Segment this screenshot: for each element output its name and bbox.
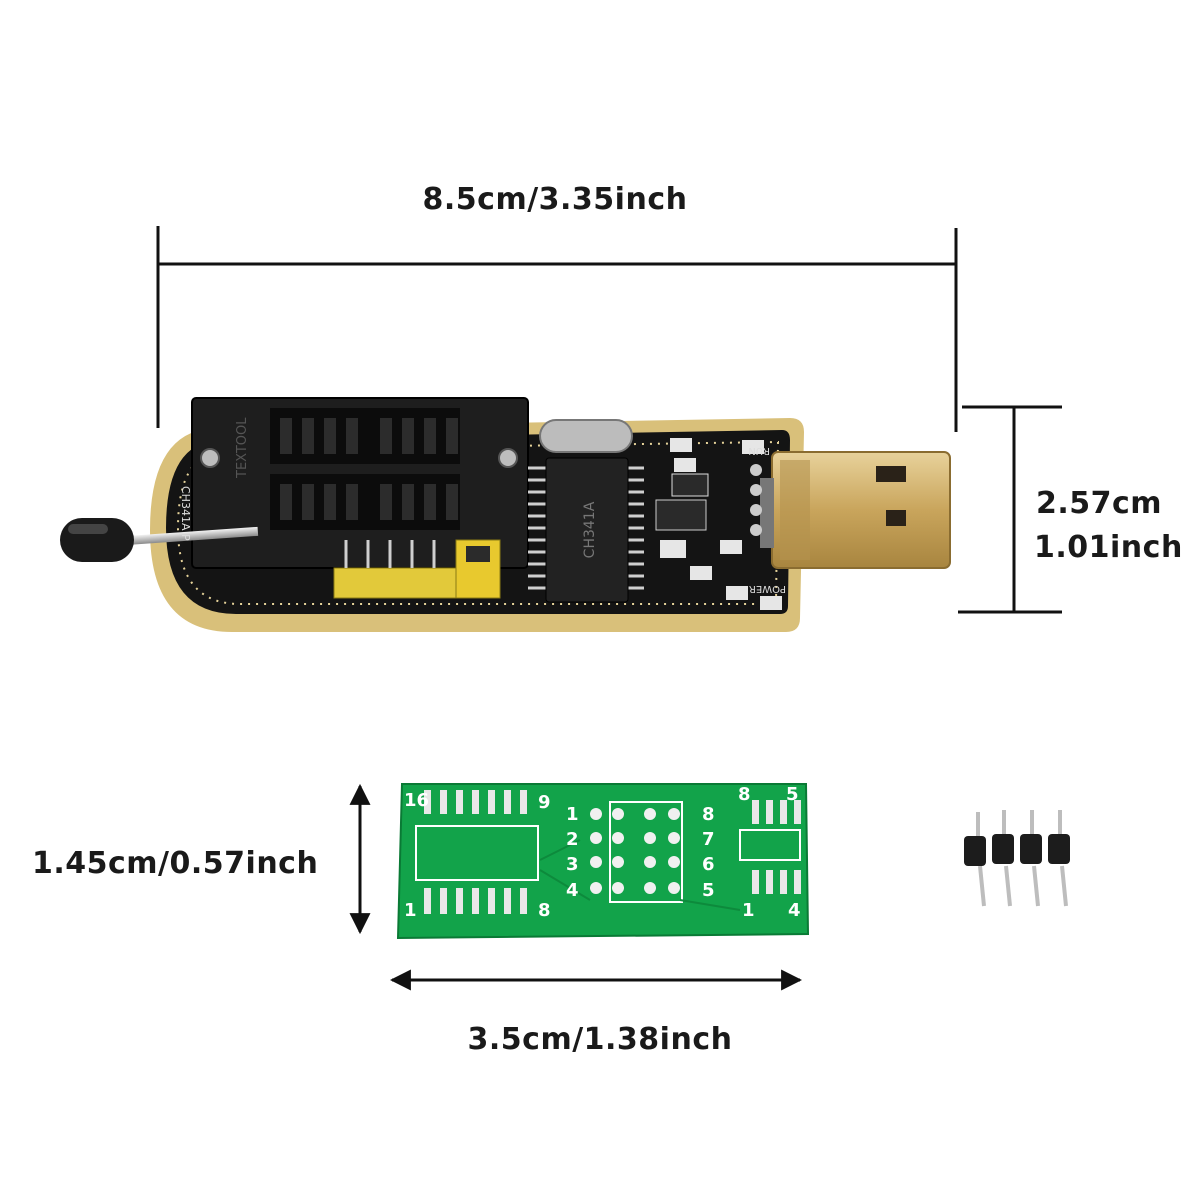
- crystal-oscillator: [539, 419, 633, 453]
- length-dimension-label: 8.5cm/3.35inch: [422, 182, 688, 217]
- zif-lever: [60, 518, 259, 562]
- height-dimension-lines: [958, 405, 1062, 614]
- adapter-height-label: 1.45cm/0.57inch: [32, 846, 319, 881]
- adapter-pin-label: 1: [566, 804, 579, 825]
- run-led-label: RUN: [748, 445, 770, 456]
- usb-connector: [760, 451, 951, 569]
- adapter-pin-label: 7: [702, 829, 715, 850]
- power-led-label: POWER: [749, 583, 786, 594]
- adapter-pin-label: 8: [538, 900, 551, 921]
- pin-header: [333, 539, 501, 599]
- adapter-pin-label: 16: [404, 790, 429, 811]
- adapter-pin-label: 8: [738, 784, 751, 805]
- chip-label: CH341A: [582, 501, 598, 558]
- adapter-pin-label: 4: [566, 880, 579, 901]
- adapter-length-label: 3.5cm/1.38inch: [467, 1022, 733, 1057]
- socket-label: TEXTOOL: [235, 417, 250, 479]
- adapter-pin-label: 5: [702, 880, 715, 901]
- zif-socket: TEXTOOL: [191, 397, 529, 569]
- board-label: CH341A P: [179, 486, 192, 541]
- adapter-pin-label: 8: [702, 804, 715, 825]
- ch341a-chip: CH341A: [528, 457, 644, 603]
- length-dimension-lines: [156, 226, 958, 432]
- height-dimension-cm-label: 2.57cm: [1036, 486, 1163, 521]
- adapter-pin-label: 5: [786, 784, 799, 805]
- height-dimension-inch-label: 1.01inch: [1034, 530, 1183, 565]
- smd-components: [655, 438, 782, 610]
- adapter-pin-label: 4: [788, 900, 801, 921]
- adapter-pin-label: 3: [566, 854, 579, 875]
- four-pin-header: [964, 810, 1070, 907]
- adapter-pin-label: 1: [404, 900, 417, 921]
- adapter-pin-label: 6: [702, 854, 715, 875]
- adapter-pin-label: 9: [538, 792, 551, 813]
- adapter-pin-label: 2: [566, 829, 579, 850]
- adapter-pin-label: 1: [742, 900, 755, 921]
- ch341a-programmer: TEXTOOL CH341A P: [60, 397, 951, 632]
- sop-adapter-board: 16 9 1 8 1 2 3 4 5 6 7 8 8 5 1 4: [396, 783, 810, 940]
